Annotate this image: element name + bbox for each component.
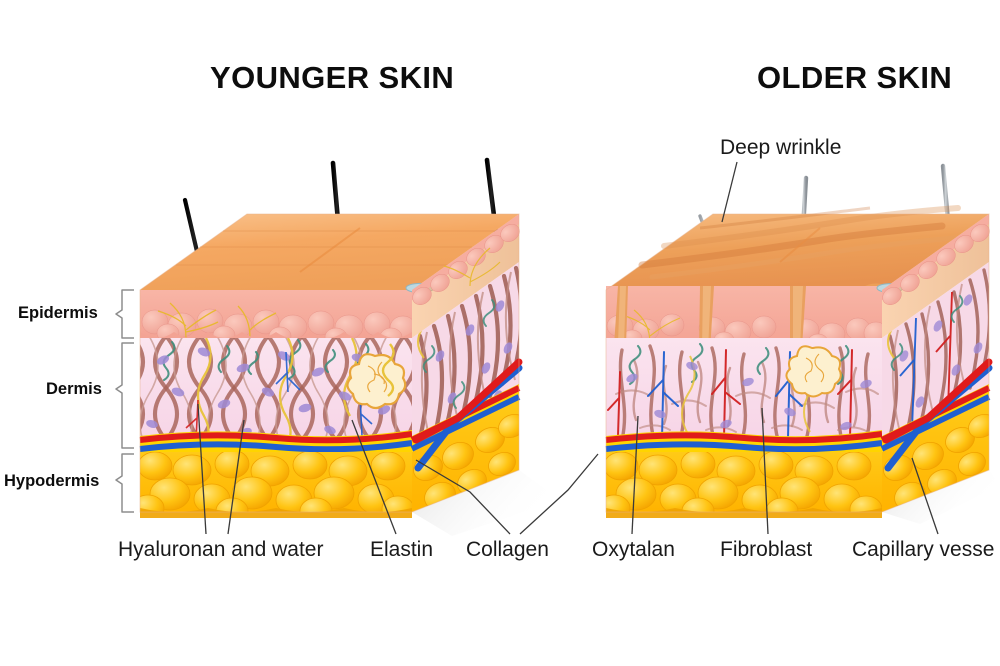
- callout-deep-wrinkle: Deep wrinkle: [720, 136, 842, 159]
- younger-capillary-vessel: [412, 358, 523, 472]
- drop-shadow-group: [412, 470, 1000, 536]
- older-skin-surface: [606, 214, 989, 290]
- younger-epidermis-side-cells: [412, 224, 520, 305]
- leader-elastin: [351, 419, 397, 535]
- leader-fibroblast: [761, 407, 769, 535]
- leader-hyaluronan-a: [197, 403, 207, 535]
- older-vessel-band: [605, 430, 883, 453]
- older-skin-block: [605, 163, 993, 518]
- layer-label-dermis: Dermis: [46, 380, 102, 398]
- leader-lines: [197, 161, 939, 535]
- brace-epidermis: [115, 289, 134, 339]
- leader-capillary: [911, 457, 939, 535]
- brace-hypodermis: [115, 453, 134, 513]
- older-epidermis-side-cells: [882, 224, 990, 305]
- layer-label-hypodermis: Hypodermis: [4, 472, 100, 490]
- callout-hyaluronan-and-water: Hyaluronan and water: [118, 538, 324, 561]
- leader-hyaluronan-b: [227, 419, 245, 535]
- younger-vessel-band: [139, 430, 413, 453]
- title-younger-skin: YOUNGER SKIN: [210, 60, 455, 95]
- wrinkle-furrows: [638, 205, 961, 280]
- younger-collagen-lattice: [140, 338, 412, 444]
- callout-oxytalan: Oxytalan: [592, 538, 675, 561]
- leader-deep-wrinkle: [721, 161, 738, 223]
- younger-skin-surface: [140, 214, 519, 290]
- layer-braces: [115, 289, 134, 513]
- callout-capillary-vessel: Capillary vesse: [852, 538, 995, 561]
- callout-collagen: Collagen: [466, 538, 549, 561]
- younger-skin-block: [139, 157, 523, 518]
- younger-fat-globules: [140, 452, 412, 512]
- leader-collagen-a: [415, 459, 511, 535]
- sweat-gland-older: [785, 345, 842, 398]
- brace-dermis: [115, 342, 134, 449]
- leader-collagen-b: [519, 453, 599, 535]
- older-fat-globules: [606, 452, 882, 512]
- older-capillary-vessel: [882, 358, 993, 472]
- layer-label-epidermis: Epidermis: [18, 304, 98, 322]
- callout-fibroblast: Fibroblast: [720, 538, 813, 561]
- callout-elastin: Elastin: [370, 538, 434, 561]
- leader-oxytalan: [631, 415, 639, 535]
- title-older-skin: OLDER SKIN: [757, 60, 953, 95]
